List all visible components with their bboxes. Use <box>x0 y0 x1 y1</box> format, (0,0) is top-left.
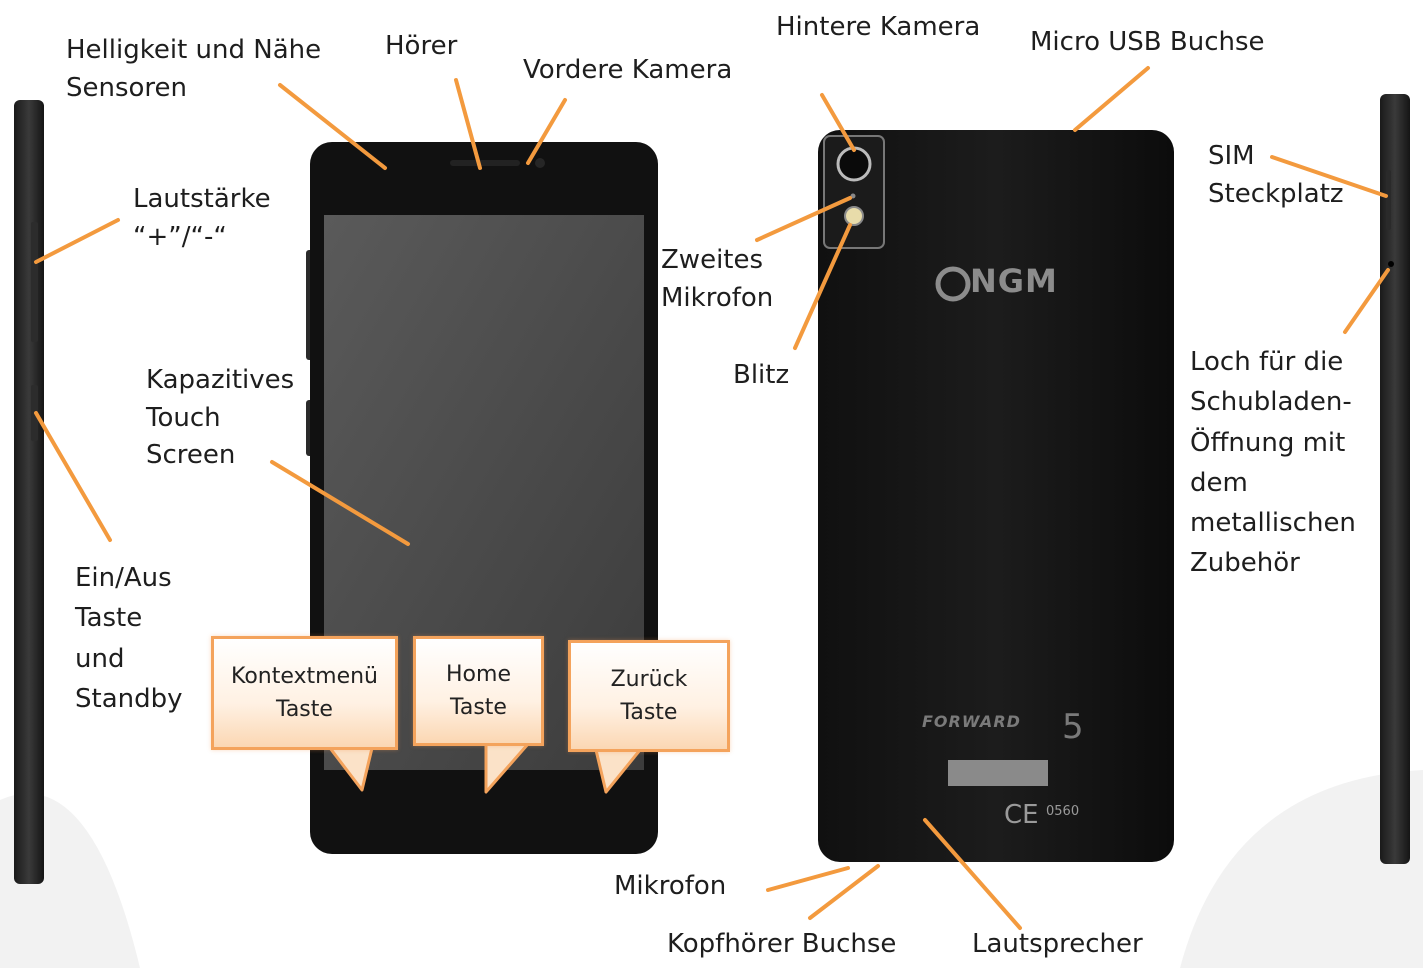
phone-left-side-view <box>14 100 44 884</box>
volume-rocker <box>31 222 38 342</box>
ce-mark: CE <box>1004 800 1039 830</box>
label-second-microphone: Zweites Mikrofon <box>661 245 774 313</box>
front-camera <box>535 158 545 168</box>
label-eject-hole: Loch für die Schubladen- Öffnung mit dem… <box>1190 347 1356 579</box>
flash-led <box>844 206 864 226</box>
brand-logo: NGM <box>970 262 1058 300</box>
eject-hole <box>1388 261 1394 267</box>
ce-number: 0560 <box>1046 804 1080 819</box>
rear-camera-lens <box>836 146 872 182</box>
earpiece <box>450 160 520 166</box>
label-volume: Lautstärke “+”/“-“ <box>133 184 271 252</box>
label-front-camera: Vordere Kamera <box>523 55 733 85</box>
ngm-logo-ring <box>935 266 971 302</box>
callout-home-key: Home Taste <box>413 636 544 746</box>
label-power-button: Ein/Aus Taste und Standby <box>75 563 183 714</box>
label-rear-camera: Hintere Kamera <box>776 12 981 42</box>
label-sim-slot: SIM Steckplatz <box>1208 141 1344 209</box>
phone-right-side-view <box>1380 94 1410 864</box>
label-flash: Blitz <box>733 360 790 390</box>
label-earpiece: Hörer <box>385 31 458 61</box>
label-touch-screen: Kapazitives Touch Screen <box>146 365 295 471</box>
callout-back-key: Zurück Taste <box>568 640 730 752</box>
sim-slot <box>1386 170 1391 230</box>
label-plate <box>948 760 1048 786</box>
label-brightness-proximity-sensors: Helligkeit und Nähe Sensoren <box>66 35 322 103</box>
model-logo: FORWARD <box>922 712 1021 731</box>
label-headphone-jack: Kopfhörer Buchse <box>667 929 897 959</box>
phone-back-view: 5 <box>818 130 1174 862</box>
label-micro-usb: Micro USB Buchse <box>1030 27 1265 57</box>
callout-context-menu-key: Kontextmenü Taste <box>211 636 398 750</box>
leader-lines <box>34 66 1390 930</box>
label-speaker: Lautsprecher <box>972 929 1143 959</box>
label-microphone: Mikrofon <box>614 871 727 901</box>
forward-logo-swirl: 5 <box>1062 707 1084 747</box>
